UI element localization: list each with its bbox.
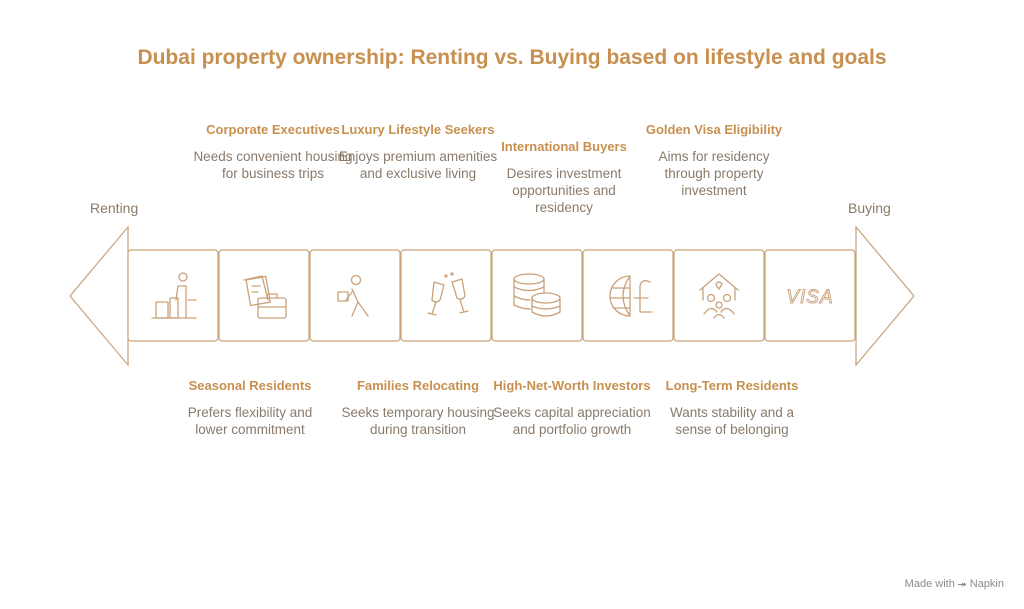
person-luggage-icon: [151, 272, 197, 319]
label-desc: Needs convenient housing for business tr…: [193, 149, 353, 181]
label-title: Seasonal Residents: [188, 378, 312, 393]
label-desc: Desires investment opportunities and res…: [506, 166, 622, 215]
person-moving-box-icon: [337, 274, 369, 317]
visa-icon: VISA: [786, 287, 833, 308]
label-seasonal-residents: Seasonal Residents Prefers flexibility a…: [170, 377, 330, 438]
segment-box: [764, 249, 856, 342]
label-luxury-lifestyle: Luxury Lifestyle Seekers Enjoys premium …: [338, 121, 498, 182]
label-long-term-residents: Long-Term Residents Wants stability and …: [652, 377, 812, 438]
label-title: High-Net-Worth Investors: [493, 378, 651, 393]
label-international-buyers: International Buyers Desires investment …: [484, 138, 644, 216]
globe-pound-icon: [609, 275, 653, 317]
briefcase-documents-icon: [243, 275, 287, 319]
segment-box: [400, 249, 492, 342]
label-title: Golden Visa Eligibility: [645, 122, 783, 137]
label-golden-visa: Golden Visa Eligibility Aims for residen…: [634, 121, 794, 199]
label-desc: Aims for residency through property inve…: [658, 149, 770, 198]
label-title: Luxury Lifestyle Seekers: [341, 122, 495, 137]
label-title: Families Relocating: [356, 378, 480, 393]
champagne-glasses-icon: [427, 272, 469, 316]
label-title: International Buyers: [501, 139, 627, 154]
buying-label: Buying: [848, 200, 891, 216]
label-title: Long-Term Residents: [665, 378, 799, 393]
label-desc: Wants stability and a sense of belonging: [669, 405, 795, 437]
left-arrow-head: [69, 225, 129, 367]
label-desc: Seeks temporary housing during transitio…: [341, 405, 495, 437]
house-family-icon: [699, 273, 739, 319]
segment-box: [491, 249, 583, 342]
footer: Made with ⯮ Napkin: [905, 578, 1004, 591]
page-title: Dubai property ownership: Renting vs. Bu…: [137, 46, 887, 69]
label-desc: Seeks capital appreciation and portfolio…: [493, 405, 651, 437]
footer-made-with: Made with: [904, 578, 955, 590]
segment-box: [218, 249, 310, 342]
segment-box: [673, 249, 765, 342]
label-high-net-worth: High-Net-Worth Investors Seeks capital a…: [492, 377, 652, 438]
label-desc: Enjoys premium amenities and exclusive l…: [338, 149, 498, 181]
renting-label: Renting: [90, 200, 139, 216]
label-title: Corporate Executives: [206, 122, 340, 137]
label-desc: Prefers flexibility and lower commitment: [187, 405, 313, 437]
footer-brand: Napkin: [969, 578, 1004, 590]
coin-stack-icon: [513, 273, 561, 317]
segment-box: [127, 249, 219, 342]
segment-box: [582, 249, 674, 342]
right-arrow-head: [855, 225, 915, 367]
label-families-relocating: Families Relocating Seeks temporary hous…: [338, 377, 498, 438]
label-corporate-executives: Corporate Executives Needs convenient ho…: [193, 121, 353, 182]
napkin-logo-icon: ⯮: [957, 578, 967, 590]
